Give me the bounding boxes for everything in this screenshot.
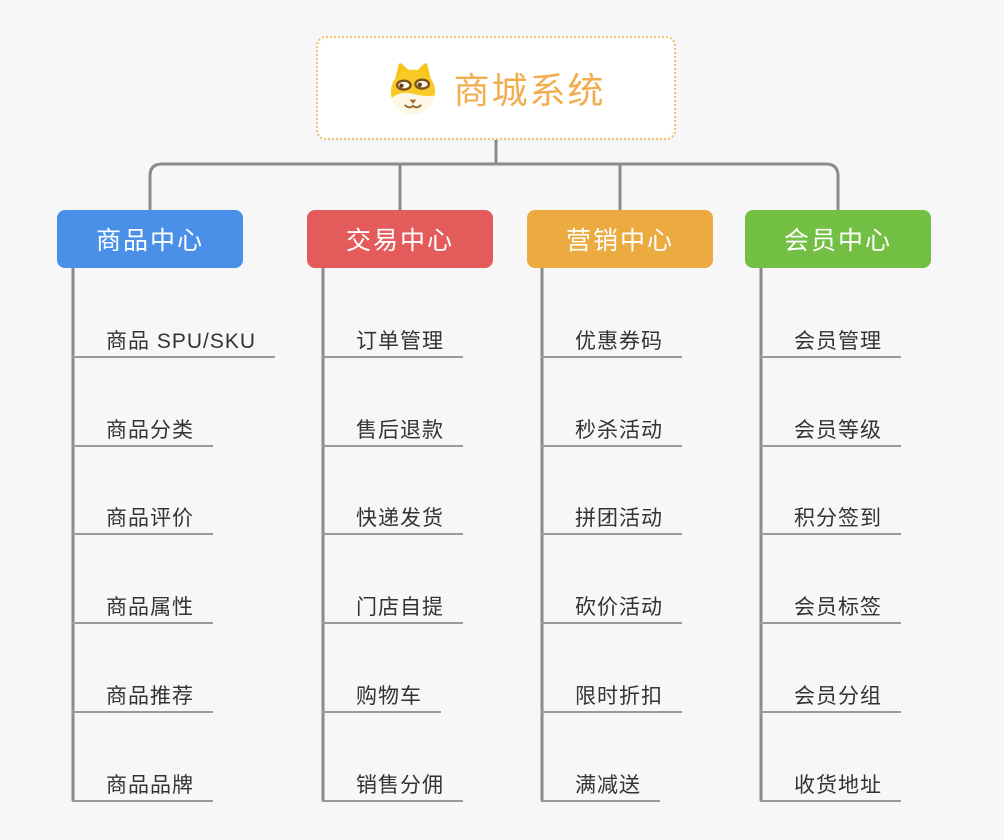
subtopic-node[interactable]: 商品评价 — [72, 504, 213, 535]
subtopic-node[interactable]: 商品分类 — [72, 416, 213, 447]
branch-node-marketing-center[interactable]: 营销中心 — [527, 210, 713, 268]
subtopic-node[interactable]: 拼团活动 — [541, 504, 682, 535]
connector-horizontal-rail — [148, 162, 840, 210]
subtopic-node[interactable]: 会员分组 — [760, 682, 901, 713]
subtopic-node[interactable]: 订单管理 — [322, 327, 463, 358]
subtopic-node[interactable]: 快递发货 — [322, 504, 463, 535]
root-title: 商城系统 — [453, 70, 606, 111]
subtopic-node[interactable]: 会员等级 — [760, 416, 901, 447]
subtopic-node[interactable]: 积分签到 — [760, 504, 901, 535]
subtopic-node[interactable]: 售后退款 — [322, 416, 463, 447]
branch-node-trade-center[interactable]: 交易中心 — [307, 210, 493, 268]
subtopic-node[interactable]: 会员标签 — [760, 593, 901, 624]
subtopic-node[interactable]: 会员管理 — [760, 327, 901, 358]
subtopic-node[interactable]: 销售分佣 — [322, 771, 463, 802]
subtopic-node[interactable]: 购物车 — [322, 682, 441, 713]
subtopic-node[interactable]: 商品品牌 — [72, 771, 213, 802]
subtopic-node[interactable]: 门店自提 — [322, 593, 463, 624]
subtopic-node[interactable]: 商品 SPU/SKU — [72, 327, 276, 358]
subtopic-node[interactable]: 砍价活动 — [541, 593, 682, 624]
subtopic-node[interactable]: 商品属性 — [72, 593, 213, 624]
subtopic-node[interactable]: 商品推荐 — [72, 682, 213, 713]
branch-node-product-center[interactable]: 商品中心 — [57, 210, 243, 268]
root-node[interactable]: 商城系统 — [316, 36, 676, 140]
subtopic-node[interactable]: 优惠券码 — [541, 327, 682, 358]
subtopic-node[interactable]: 满减送 — [541, 771, 660, 802]
subtopic-node[interactable]: 限时折扣 — [541, 682, 682, 713]
subtopic-node[interactable]: 秒杀活动 — [541, 416, 682, 447]
subtopic-node[interactable]: 收货地址 — [760, 771, 901, 802]
doge-icon — [391, 63, 436, 115]
branch-node-member-center[interactable]: 会员中心 — [745, 210, 931, 268]
